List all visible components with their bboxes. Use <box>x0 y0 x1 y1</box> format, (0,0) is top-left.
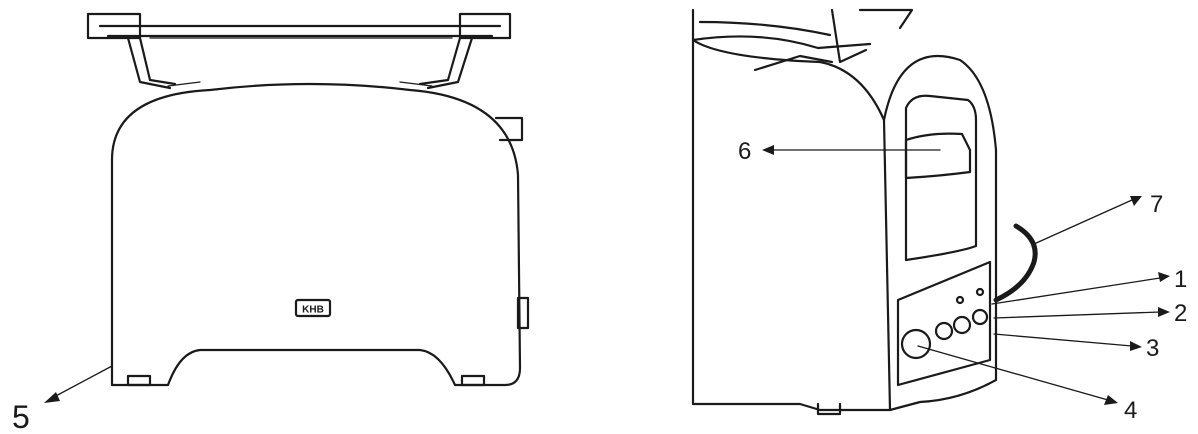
power-cord <box>993 223 1038 303</box>
callout-label-6: 6 <box>738 138 751 165</box>
defrost-button <box>971 308 989 326</box>
foot-right <box>460 374 486 387</box>
side-panel <box>882 55 998 412</box>
brand-badge-text: KHB <box>302 305 324 316</box>
lever-slot <box>904 94 978 262</box>
toaster-body-front <box>110 82 522 387</box>
callout-label-5: 5 <box>12 399 30 434</box>
browning-control-knob <box>900 328 932 360</box>
reheat-button <box>934 321 954 341</box>
control-panel <box>896 260 992 387</box>
callout-label-2: 2 <box>1174 300 1187 327</box>
lever-handle <box>904 132 972 180</box>
indicator-light <box>955 295 965 305</box>
foot-side <box>816 402 842 416</box>
lever-stub <box>494 116 524 142</box>
indicator-light-2 <box>975 287 985 297</box>
bun-warmer-rack <box>86 12 512 90</box>
toaster-body-side <box>691 38 892 412</box>
callout-label-3: 3 <box>1146 335 1159 362</box>
toaster-side-view <box>691 8 1038 416</box>
callouts: 1 2 3 4 5 6 7 <box>12 138 1187 434</box>
callout-label-7: 7 <box>1150 191 1163 218</box>
cancel-button <box>952 315 972 335</box>
callout-label-1: 1 <box>1174 266 1187 293</box>
callout-label-4: 4 <box>1124 397 1137 424</box>
toaster-front-view: KHB <box>86 12 530 387</box>
foot-left <box>126 374 152 387</box>
brand-badge <box>294 298 332 318</box>
side-switch <box>516 296 530 330</box>
